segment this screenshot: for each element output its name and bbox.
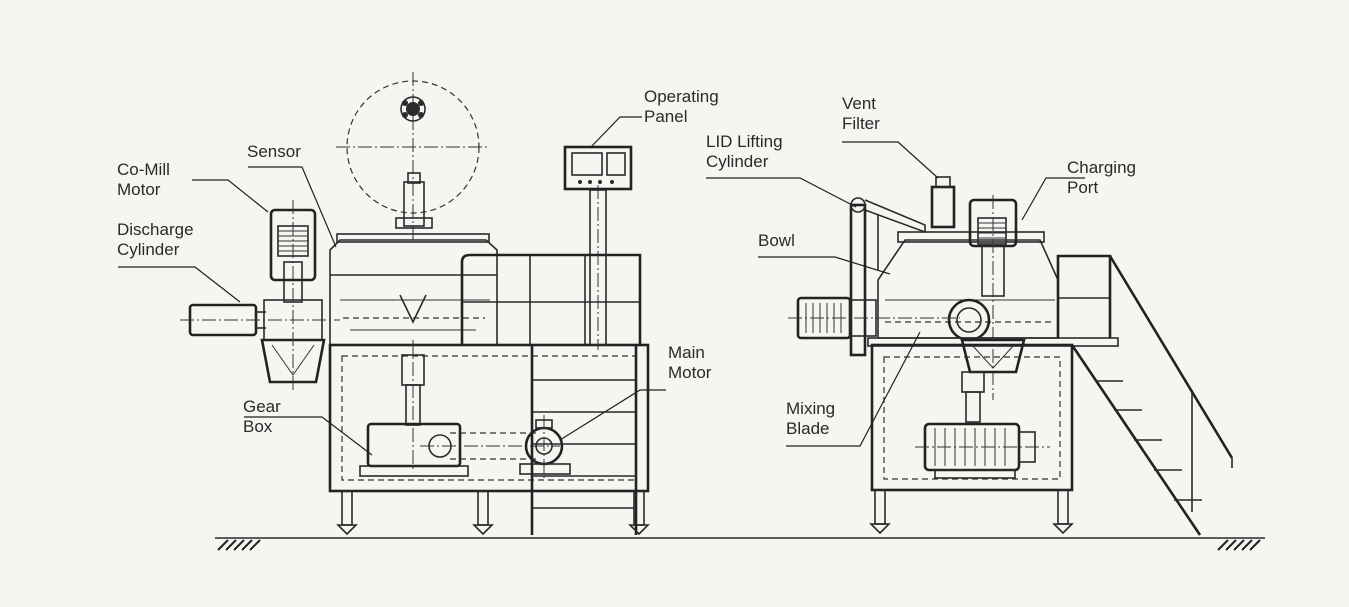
- side-main-motor: [915, 422, 1050, 479]
- label-lid-lifting-cylinder: LID Lifting Cylinder: [706, 132, 783, 172]
- label-lid-lifting-cylinder-line2: Cylinder: [706, 152, 769, 171]
- front-railing: [460, 253, 642, 345]
- lid-lifting-cylinder-body: [849, 197, 926, 357]
- label-vent-filter-line1: Vent: [842, 94, 877, 113]
- side-frame: [870, 343, 1074, 492]
- side-bowl: [877, 239, 1059, 339]
- label-sensor-line1: Sensor: [247, 142, 301, 161]
- label-main-motor-line2: Motor: [668, 363, 712, 382]
- label-operating-panel: Operating Panel: [644, 87, 719, 127]
- label-co-mill-motor-line1: Co-Mill: [117, 160, 170, 179]
- label-discharge-cylinder-line1: Discharge: [117, 220, 194, 239]
- label-mixing-blade-line1: Mixing: [786, 399, 836, 418]
- leader-lines: [118, 116, 1085, 456]
- label-operating-panel-line2: Panel: [644, 107, 688, 126]
- label-vent-filter: Vent Filter: [842, 94, 880, 134]
- label-bowl-line1: Bowl: [758, 231, 795, 250]
- operating-panel-unit: [563, 145, 633, 350]
- chopper-hub: [400, 96, 426, 122]
- label-bowl: Bowl: [758, 231, 795, 251]
- discharge-cylinder-body: [180, 303, 340, 337]
- front-view: [180, 72, 650, 536]
- label-lid-lifting-cylinder-line1: LID Lifting: [706, 132, 783, 151]
- label-discharge-cylinder-line2: Cylinder: [117, 240, 180, 259]
- label-co-mill-motor-line2: Motor: [117, 180, 161, 199]
- label-discharge-cylinder: Discharge Cylinder: [117, 220, 194, 260]
- charging-port-column: [947, 195, 1026, 400]
- vent-filter-body: [930, 176, 956, 229]
- label-charging-port-line1: Charging: [1067, 158, 1136, 177]
- side-stairs: [1070, 344, 1202, 536]
- side-co-mill-motor: [788, 296, 960, 340]
- ground-line: [215, 537, 1265, 551]
- label-main-motor: Main Motor: [668, 343, 711, 383]
- side-railing: [1056, 254, 1234, 512]
- label-mixing-blade: Mixing Blade: [786, 399, 835, 439]
- front-frame: [328, 343, 650, 493]
- gear-box-body: [366, 422, 462, 468]
- label-main-motor-line1: Main: [668, 343, 705, 362]
- co-mill-assembly: [260, 200, 326, 392]
- label-gear-box-line1: Gear: [243, 397, 281, 416]
- front-ladder: [530, 345, 638, 535]
- label-operating-panel-line1: Operating: [644, 87, 719, 106]
- label-sensor: Sensor: [247, 142, 301, 162]
- label-charging-port-line2: Port: [1067, 178, 1099, 197]
- label-gear-box-line2: Box: [243, 417, 273, 436]
- label-charging-port: Charging Port: [1067, 158, 1136, 198]
- label-co-mill-motor: Co-Mill Motor: [117, 160, 170, 200]
- side-view: [788, 176, 1234, 536]
- label-mixing-blade-line2: Blade: [786, 419, 830, 438]
- label-gear-box: Gear Box: [243, 397, 281, 437]
- label-vent-filter-line2: Filter: [842, 114, 880, 133]
- main-motor-body: [519, 415, 571, 480]
